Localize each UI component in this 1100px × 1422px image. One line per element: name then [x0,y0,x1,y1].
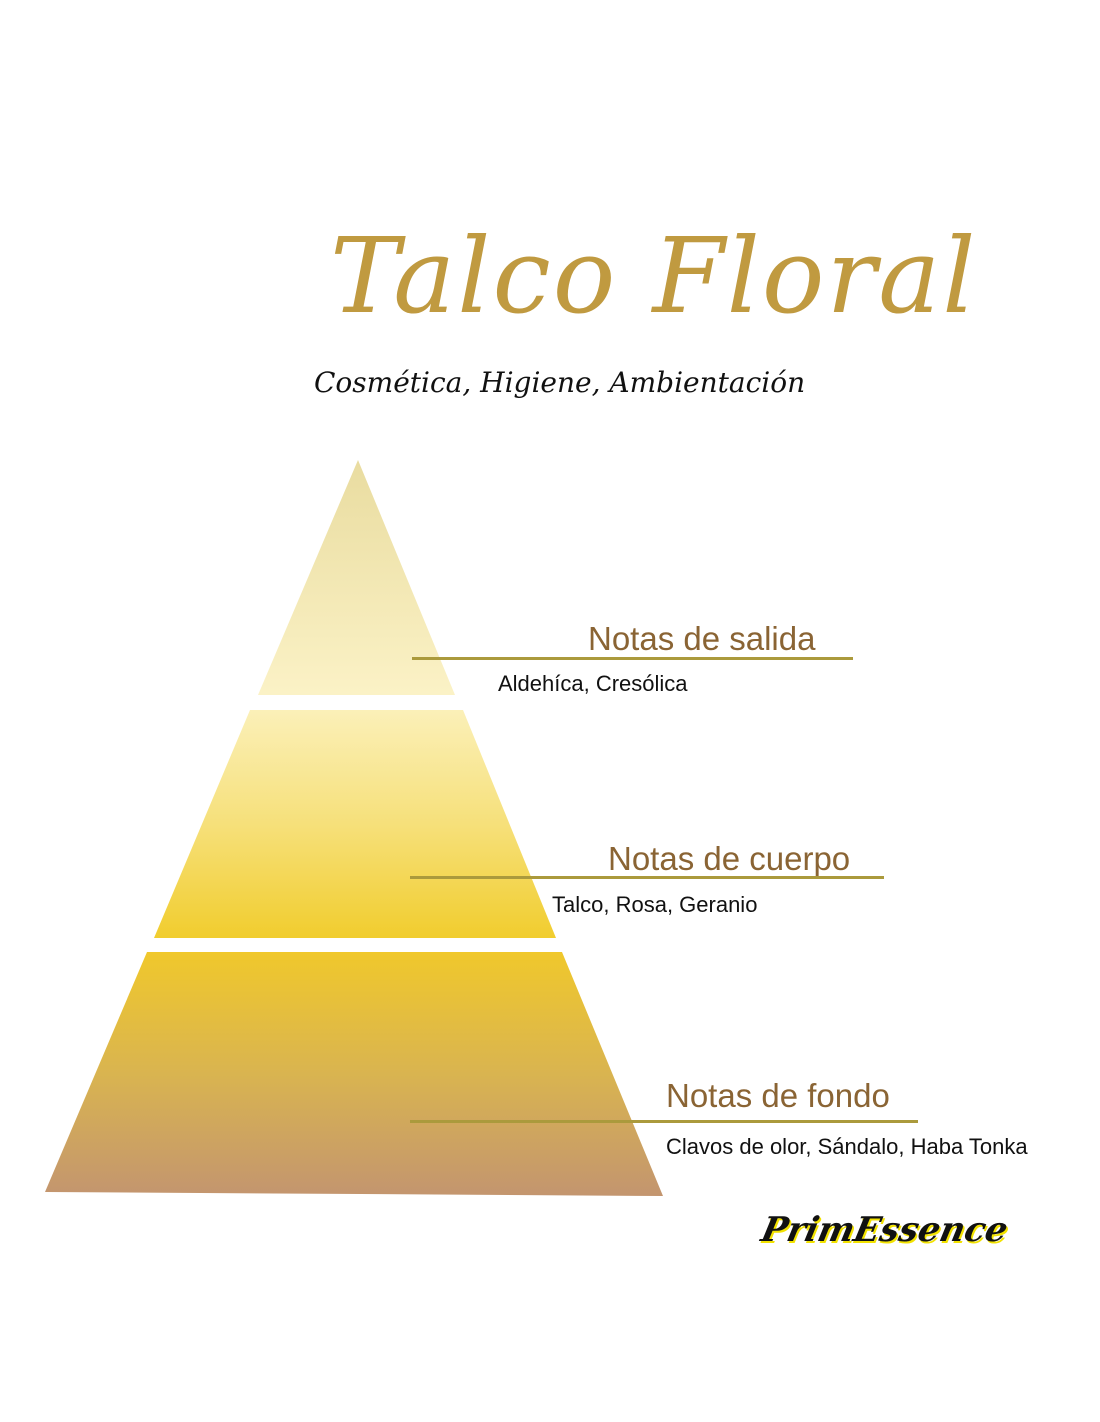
pyramid-bottom-tier [45,952,663,1196]
page-title: Talco Floral [330,215,978,337]
tier-heading-top: Notas de salida [588,620,816,657]
page-subtitle: Cosmética, Higiene, Ambientación [314,366,806,399]
tier-divider-line [412,657,853,660]
tier-heading-bottom: Notas de fondo [666,1077,890,1114]
tier-divider-line [410,876,884,879]
pyramid-top-tier [258,460,455,695]
tier-heading-middle: Notas de cuerpo [608,840,851,877]
tier-notes-middle: Talco, Rosa, Geranio [552,892,758,917]
pyramid-middle-tier [154,710,556,938]
brand-logo: PrimEssence [757,1210,1012,1250]
tier-divider-line [410,1120,918,1123]
tier-notes-bottom: Clavos de olor, Sándalo, Haba Tonka [666,1134,1028,1159]
tier-notes-top: Aldehíca, Cresólica [498,671,688,696]
